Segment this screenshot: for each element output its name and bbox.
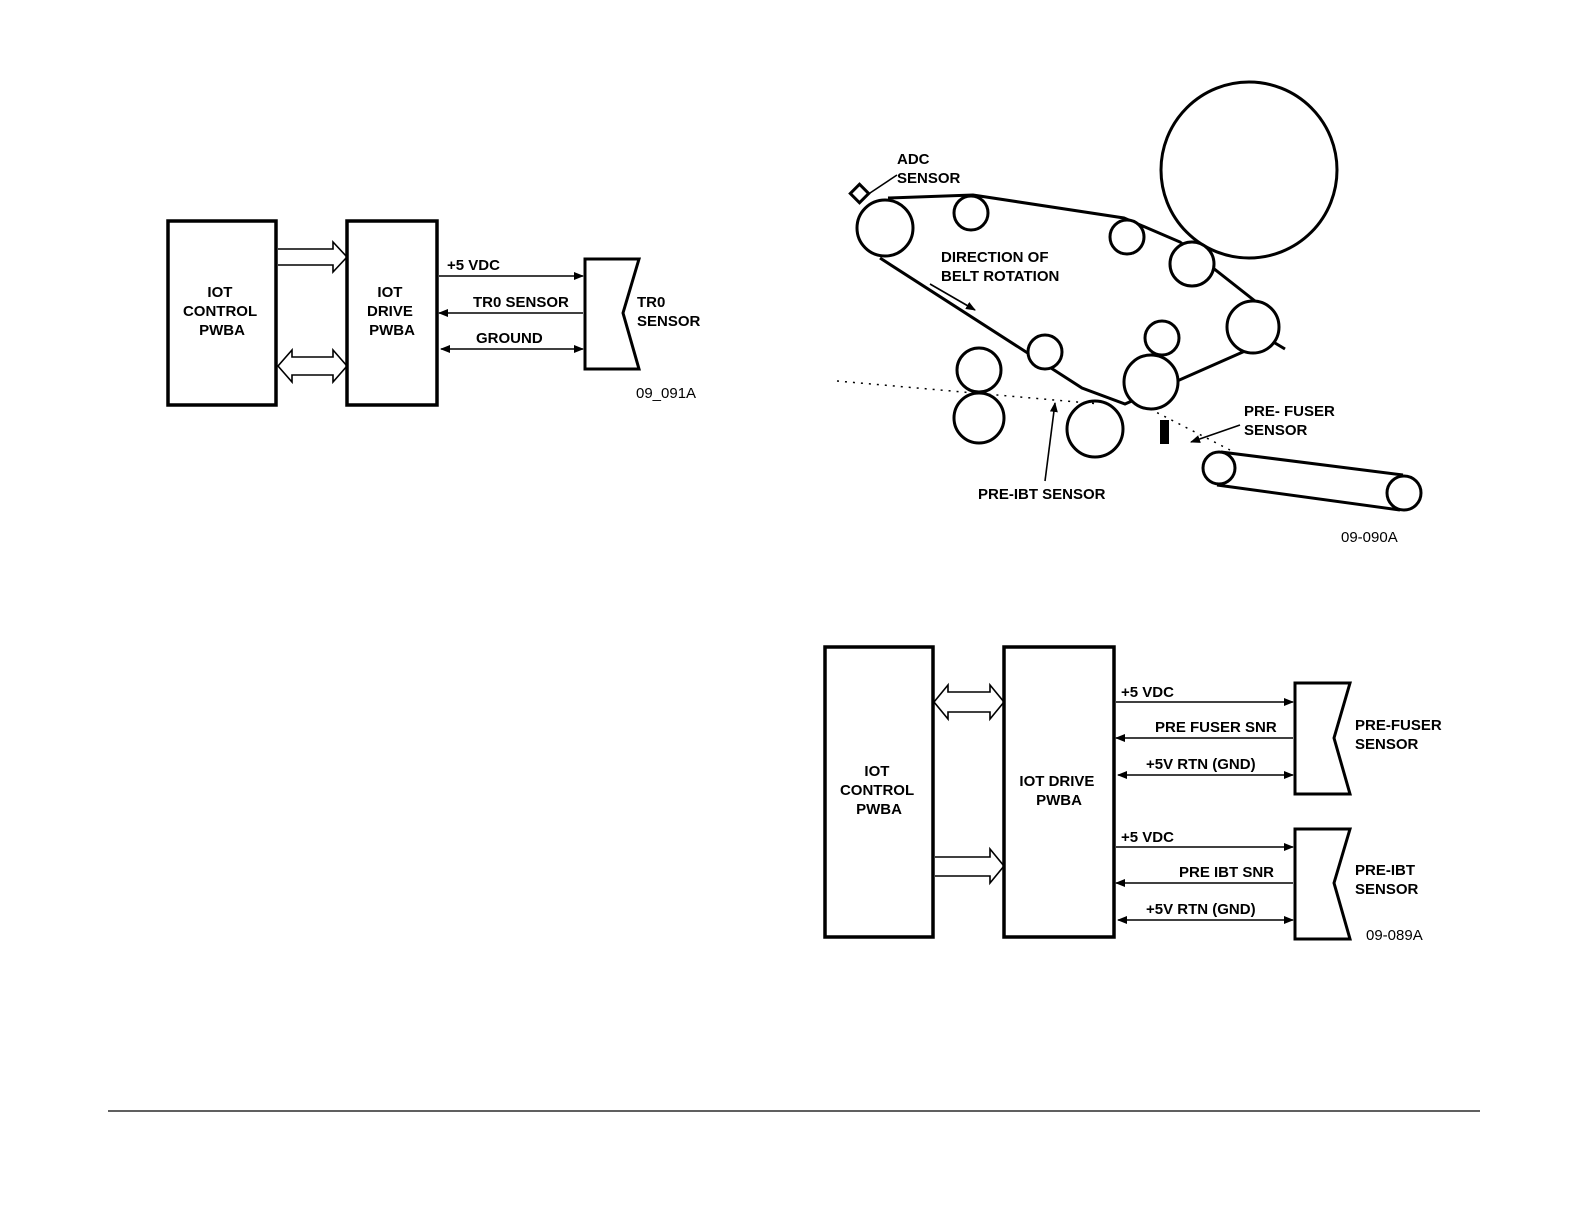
pre-ibt-connector [1295,829,1350,939]
bus-arrow-bidirectional-2 [934,685,1004,719]
tr0-sensor-label: TR0 SENSOR [637,294,701,330]
pre-fuser-connector [1295,683,1350,794]
belt-roller [1067,401,1123,457]
signal-pf-snr: PRE FUSER SNR [1155,719,1277,736]
pre-ibt-sensor-label-2: PRE-IBT SENSOR [1355,862,1419,898]
signal-pf-5vdc: +5 VDC [1121,684,1174,701]
belt-roller [1170,242,1214,286]
signal-pf-rtn: +5V RTN (GND) [1146,756,1256,773]
pre-ibt-label: PRE-IBT SENSOR [978,486,1106,503]
adc-sensor-body [850,184,868,202]
drum [1161,82,1337,258]
transport-roller [1387,476,1421,510]
belt-roller [857,200,913,256]
bus-arrow-right [278,242,347,272]
tr0-sensor-connector [585,259,639,369]
signal-5vdc: +5 VDC [447,257,500,274]
belt-roller [1145,321,1179,355]
figure-id-09-091a: 09_091A [636,385,696,402]
belt-roller [1110,220,1144,254]
belt-roller [1227,301,1279,353]
pre-fuser-label: PRE- FUSER SENSOR [1244,403,1339,439]
belt-roller [954,196,988,230]
pre-ibt-leader [1045,403,1055,481]
bus-arrow-bidirectional [278,350,347,382]
figure-id-09-089a: 09-089A [1366,927,1423,944]
registration-roller [957,348,1001,392]
prefuser-diagram: IOT CONTROL PWBA IOT DRIVE PWBA +5 VDC P… [825,647,1446,944]
belt-diagram: ADC SENSOR DIRECTION OF BELT ROTATION PR… [837,82,1421,546]
signal-ground: GROUND [476,330,543,347]
tr0-diagram: IOT CONTROL PWBA IOT DRIVE PWBA +5 VDC T… [168,221,701,405]
adc-sensor-label: ADC SENSOR [897,151,961,187]
pre-fuser-sensor-body [1160,420,1169,444]
bus-arrow-right-2 [935,849,1004,883]
pre-fuser-sensor-label-2: PRE-FUSER SENSOR [1355,717,1446,753]
signal-ibt-rtn: +5V RTN (GND) [1146,901,1256,918]
signal-tr0-sensor: TR0 SENSOR [473,294,569,311]
signal-ibt-snr: PRE IBT SNR [1179,864,1274,881]
registration-roller [954,393,1004,443]
belt-roller [1028,335,1062,369]
adc-leader-line [870,175,897,193]
figure-id-09-090a: 09-090A [1341,529,1398,546]
belt-roller [1124,355,1178,409]
transport-belt [1217,452,1403,510]
pre-fuser-leader [1191,425,1240,442]
transport-roller [1203,452,1235,484]
direction-label: DIRECTION OF BELT ROTATION [941,249,1059,285]
signal-ibt-5vdc: +5 VDC [1121,829,1174,846]
